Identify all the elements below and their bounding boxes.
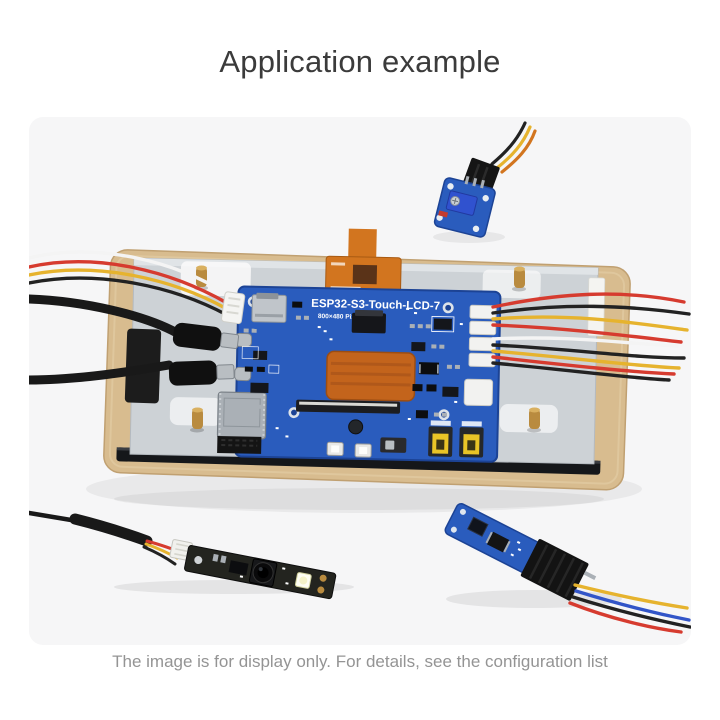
wire-harness-right (491, 292, 691, 382)
page-title: Application example (219, 44, 501, 79)
rs485-terminal (428, 420, 453, 457)
imu-pcb (444, 502, 597, 601)
lcd-ffc-connector (296, 399, 401, 414)
brass-standoff (527, 407, 541, 433)
wire-harness-left (29, 250, 246, 325)
jst-plug-left (221, 291, 246, 325)
main-board: ESP32-S3-Touch-LCD-7 800×480 Pixels (216, 285, 502, 463)
imu-sensor-module (444, 502, 691, 634)
smd-components (241, 301, 463, 438)
sensor-pcb (433, 175, 496, 238)
reset-button (354, 443, 372, 458)
application-example-photo: ESP32-S3-Touch-LCD-7 800×480 Pixels (29, 117, 691, 645)
board-resolution-label: 800×480 Pixels (318, 313, 365, 321)
fpc-chip (352, 264, 378, 285)
usb-c-cable-2 (29, 360, 235, 386)
module-castellations (218, 392, 266, 438)
usb-c-cable-1 (29, 294, 240, 351)
disclaimer-caption: The image is for display only. For detai… (112, 652, 608, 671)
smd-resistor (438, 210, 449, 218)
esp32-module (216, 391, 267, 454)
speaker-connector (463, 378, 494, 407)
boot-button (326, 441, 344, 457)
fpc-pad-center (325, 350, 416, 402)
touch-zif-connector (351, 309, 387, 334)
brass-standoff (512, 266, 526, 292)
jst-connector-stack (463, 304, 497, 407)
camera-pcb (184, 545, 337, 600)
inductor (348, 419, 364, 435)
paper-patch (499, 404, 558, 433)
can-terminal (459, 421, 484, 458)
power-switch (380, 437, 407, 453)
header-pin (583, 570, 597, 580)
brass-standoffs (190, 265, 541, 433)
microsd-slot (251, 292, 287, 323)
brass-standoff (190, 407, 204, 433)
photo-scene: ESP32-S3-Touch-LCD-7 800×480 Pixels (29, 121, 691, 634)
potentiometer-sensor-module (433, 121, 537, 243)
camera-module (29, 510, 354, 600)
cable-sleeve (69, 513, 153, 547)
